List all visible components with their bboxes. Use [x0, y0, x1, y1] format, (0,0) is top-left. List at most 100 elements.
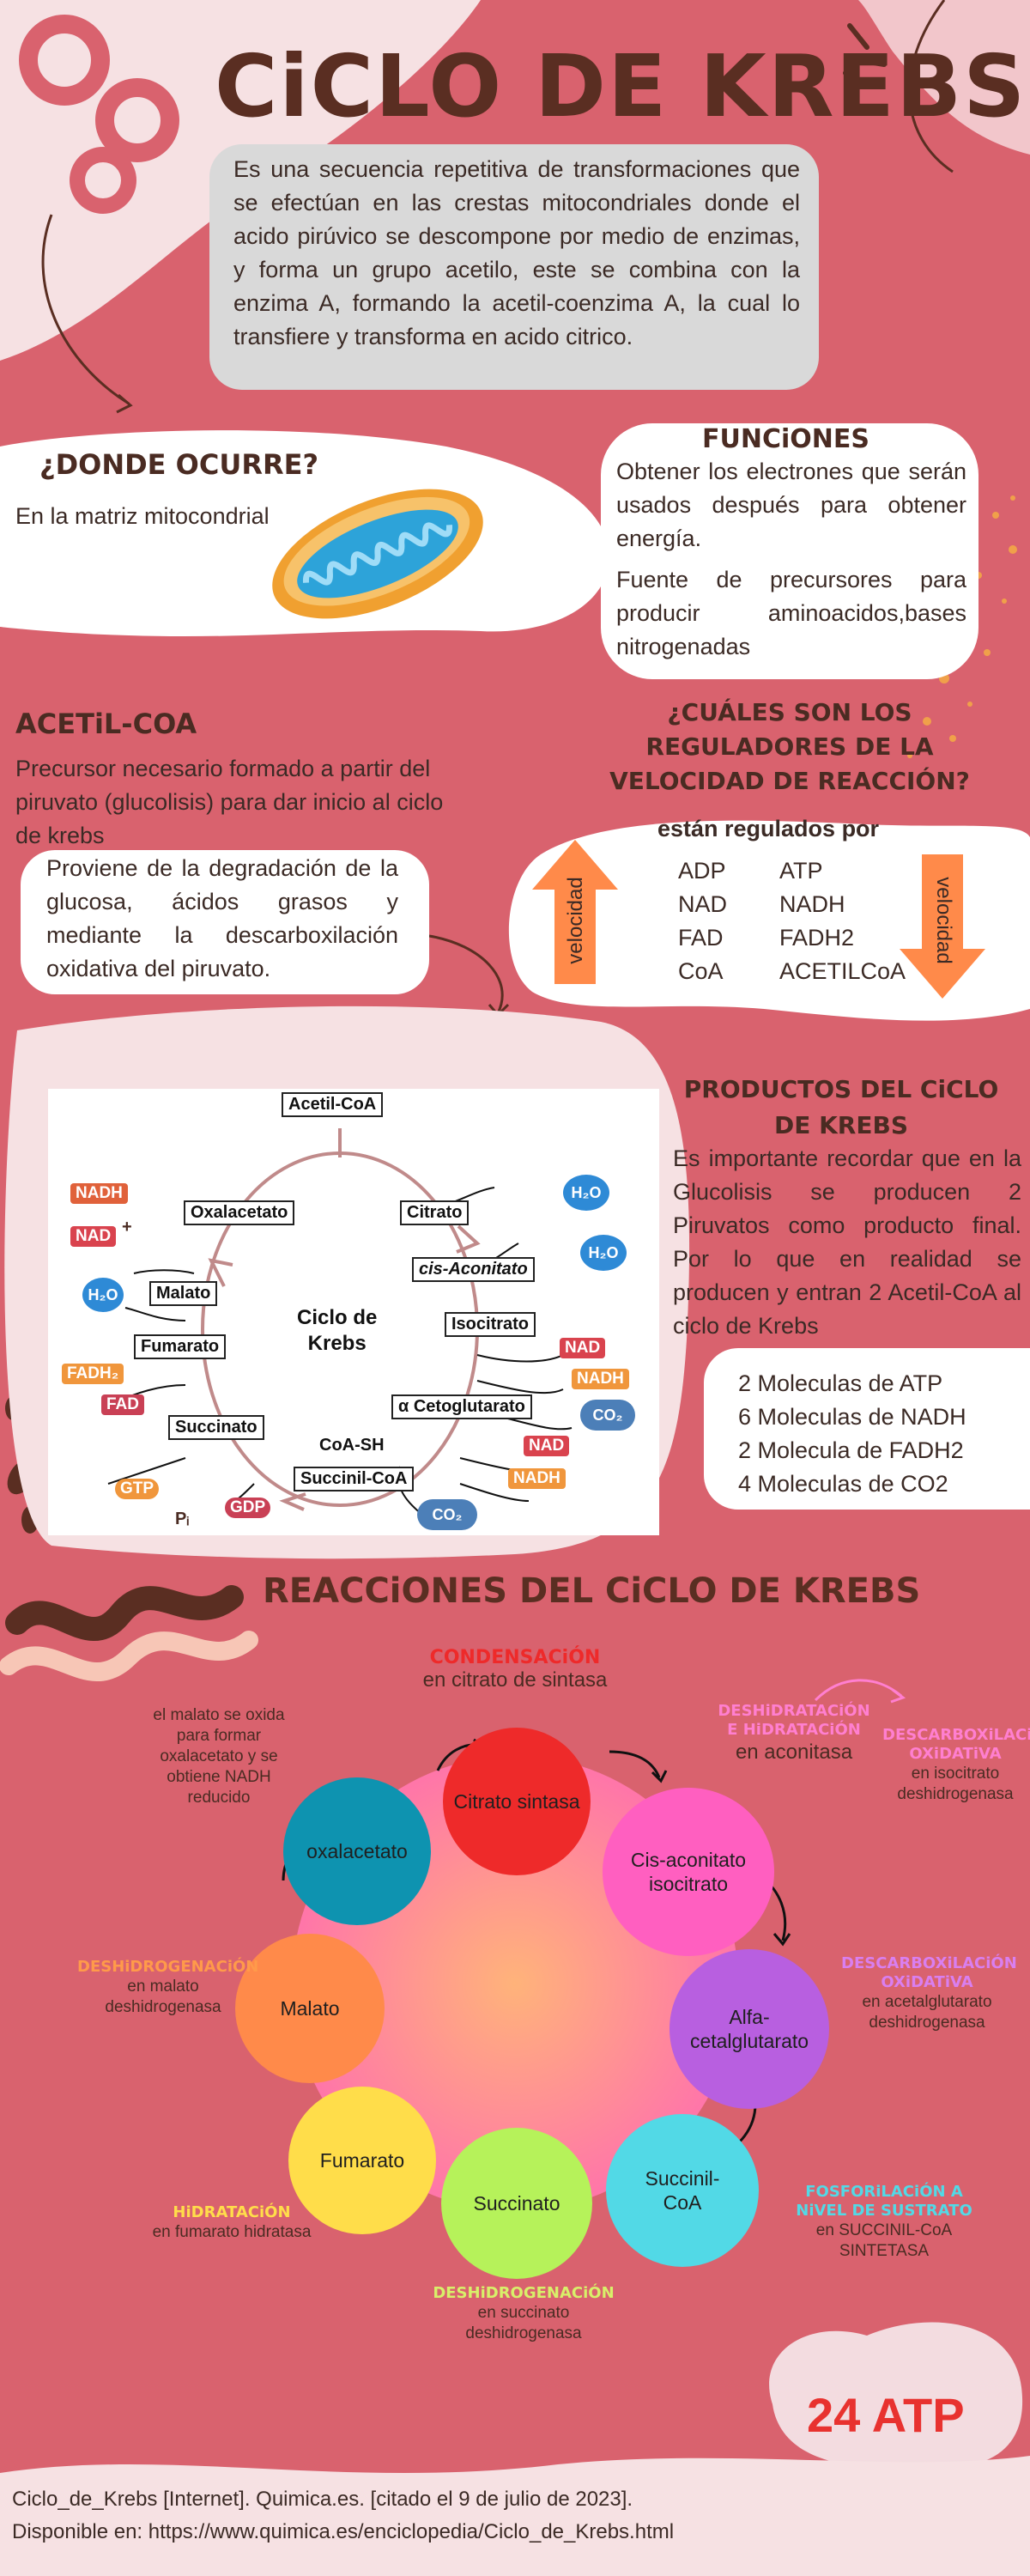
- productos-list: 2 Moleculas de ATP 6 Moleculas de NADH 2…: [738, 1367, 966, 1501]
- diagram-nadh-tag: NADH: [508, 1468, 566, 1489]
- productos-title-line-1: PRODUCTOS DEL CiCLO: [683, 1075, 999, 1103]
- citation-line-1: Ciclo_de_Krebs [Internet]. Quimica.es. […: [12, 2488, 633, 2511]
- acetil-box: [21, 850, 429, 994]
- productos-item: 4 Moleculas de CO2: [738, 1471, 948, 1497]
- reaction-circle-malato: Malato: [235, 1934, 385, 2083]
- label-deshidratacion-head: DESHiDRATACiÓN E HiDRATACiÓN: [718, 1702, 870, 1739]
- reguladores-title-line-1: ¿CUÁLES SON LOS: [667, 698, 912, 726]
- label-deshidro-malato-text: en malato deshidrogenasa: [105, 1978, 221, 2016]
- label-descarbox-1: DESCARBOXiLACiÓN OXiDATiVA en isocitrato…: [882, 1726, 1030, 1805]
- label-hidratacion-head: HiDRATACiÓN: [173, 2203, 291, 2221]
- label-deshidro-malato-head: DESHiDROGENACiÓN: [77, 1958, 259, 1976]
- productos-item: 2 Molecula de FADH2: [738, 1437, 964, 1463]
- diagram-h2o-bubble: H₂O: [563, 1175, 609, 1211]
- diagram-h2o-bubble: H₂O: [82, 1278, 124, 1312]
- arrow-up-label: velocidad: [564, 877, 587, 964]
- productos-title: PRODUCTOS DEL CiCLO DE KREBS: [670, 1072, 1013, 1144]
- label-deshidro-malato: DESHiDROGENACiÓN en malato deshidrogenas…: [77, 1958, 259, 2018]
- diagram-center-line-1: Ciclo de: [297, 1306, 378, 1329]
- diagram-pi: Pᵢ: [175, 1510, 190, 1528]
- cycle-ring: [107, 1128, 573, 1519]
- donde-blob: [0, 430, 610, 637]
- funciones-title: FUNCiONES: [702, 424, 869, 454]
- acetil-text-2: Proviene de la degradación de la glucosa…: [46, 855, 398, 981]
- label-descarbox-2-head: DESCARBOXiLACiÓN OXiDATiVA: [841, 1954, 1017, 1991]
- krebs-diagram: Acetil-CoA Oxalacetato Citrato cis-Aconi…: [48, 1089, 659, 1535]
- diagram-center-label: Ciclo de Krebs: [297, 1305, 377, 1357]
- reguladores-title-line-2: REGULADORES DE LA: [645, 732, 934, 761]
- mitochondria-icon: [272, 489, 483, 619]
- donde-title: ¿DONDE OCURRE?: [39, 448, 319, 481]
- label-descarbox-1-head: DESCARBOXiLACiÓN OXiDATiVA: [882, 1726, 1030, 1763]
- label-condensacion-text: en citrato de sintasa: [422, 1668, 608, 1692]
- curved-arrow-icon: [814, 1679, 906, 1704]
- reguladores-left-col: ADP NAD FAD CoA: [678, 854, 727, 988]
- reaction-circle-citrato: Citrato sintasa: [443, 1728, 591, 1875]
- productos-text: Es importante recordar que en la Glucoli…: [673, 1145, 1021, 1339]
- diagram-cis-aconitato: cis-Aconitato: [412, 1257, 535, 1282]
- label-deshidro-succinato-head: DESHiDROGENACiÓN: [433, 2284, 615, 2302]
- reg-item: FADH2: [779, 925, 855, 951]
- diagram-co2-bubble: CO₂: [417, 1499, 477, 1530]
- label-deshidratacion: DESHiDRATACiÓN E HiDRATACiÓN en aconitas…: [712, 1702, 876, 1765]
- reaction-circle-oxalacetato: oxalacetato: [283, 1777, 431, 1925]
- label-hidratacion-text: en fumarato hidratasa: [152, 2223, 312, 2241]
- diagram-nadh-tag: NADH: [70, 1183, 128, 1204]
- intro-text: Es una secuencia repetitiva de transform…: [233, 156, 800, 349]
- reguladores-title: ¿CUÁLES SON LOS REGULADORES DE LA VELOCI…: [601, 696, 978, 799]
- reacciones-title: REACCiONES DEL CiCLO DE KREBS: [263, 1571, 921, 1611]
- acetil-text-1: Precursor necesario formado a partir del…: [15, 756, 444, 848]
- diagram-gtp-tag: GTP: [115, 1479, 160, 1499]
- productos-title-line-2: DE KREBS: [773, 1111, 908, 1139]
- productos-item: 2 Moleculas de ATP: [738, 1370, 943, 1396]
- label-malato-oxida: el malato se oxida para formar oxalaceta…: [153, 1706, 285, 1807]
- diagram-succinato: Succinato: [168, 1415, 264, 1440]
- reguladores-title-line-3: VELOCIDAD DE REACCIÓN?: [609, 767, 970, 795]
- donde-text: En la matriz mitocondrial: [15, 503, 270, 529]
- diagram-fumarato: Fumarato: [134, 1334, 227, 1359]
- reg-item: CoA: [678, 958, 724, 984]
- citation-line-2: Disponible en: https://www.quimica.es/en…: [12, 2520, 675, 2543]
- reg-item: NADH: [779, 891, 845, 917]
- citation: Ciclo_de_Krebs [Internet]. Quimica.es. […: [12, 2483, 1008, 2549]
- diagram-citrato: Citrato: [400, 1200, 470, 1225]
- reg-item: NAD: [678, 891, 728, 917]
- funciones-box: [601, 423, 978, 679]
- reaction-circle-succinato: Succinato: [441, 2128, 592, 2279]
- reaction-circle-succinil: Succinil-CoA: [606, 2114, 759, 2267]
- diagram-nad-tag: NAD: [560, 1338, 606, 1358]
- diagram-center-line-2: Krebs: [307, 1332, 367, 1355]
- reguladores-blob: [508, 820, 1030, 1021]
- reg-item: ACETILCoA: [779, 958, 906, 984]
- diagram-cetoglutarato: α Cetoglutarato: [391, 1394, 532, 1419]
- diagram-co2-bubble: CO₂: [580, 1400, 635, 1431]
- diagram-h2o-bubble: H₂O: [580, 1235, 627, 1271]
- productos-item: 6 Moleculas de NADH: [738, 1404, 966, 1430]
- label-deshidro-succinato: DESHiDROGENACiÓN en succinato deshidroge…: [429, 2284, 618, 2344]
- funciones-text-1: Obtener los electrones que serán usados …: [616, 459, 966, 551]
- diagram-succinil-coa: Succinil-CoA: [294, 1467, 415, 1492]
- page-title: CiCLO DE KREBS: [215, 36, 1027, 137]
- diagram-fadh2-tag: FADH₂: [62, 1364, 124, 1384]
- diagram-acetil-coa: Acetil-CoA: [282, 1092, 384, 1117]
- diagram-oxalacetato: Oxalacetato: [184, 1200, 295, 1225]
- label-condensacion-head: CONDENSACiÓN: [429, 1647, 601, 1668]
- acetil-title: ACETiL-COA: [15, 708, 197, 740]
- reg-item: ATP: [779, 858, 823, 884]
- label-descarbox-2: DESCARBOXiLACiÓN OXiDATiVA en acetalglut…: [841, 1954, 1017, 2033]
- diagram-nad-tag: NAD: [524, 1436, 570, 1456]
- reaction-circle-alfa: Alfa-cetalglutarato: [670, 1949, 829, 2109]
- intro-box: Es una secuencia repetitiva de transform…: [209, 144, 819, 390]
- diagram-nadh-tag: NADH: [572, 1369, 629, 1389]
- reg-item: FAD: [678, 925, 724, 951]
- diagram-malato: Malato: [149, 1281, 218, 1306]
- diagram-isocitrato: Isocitrato: [445, 1312, 536, 1337]
- diagram-coa-sh: CoA-SH: [319, 1436, 385, 1455]
- reguladores-subtitle: están regulados por: [657, 816, 880, 841]
- reaction-circle-cis: Cis-aconitato isocitrato: [603, 1788, 774, 1956]
- productos-list-box: [704, 1348, 1030, 1510]
- reguladores-right-col: ATP NADH FADH2 ACETILCoA: [779, 854, 906, 988]
- label-descarbox-1-text: en isocitrato deshidrogenasa: [897, 1765, 1014, 1803]
- arrow-up-icon: [532, 840, 618, 984]
